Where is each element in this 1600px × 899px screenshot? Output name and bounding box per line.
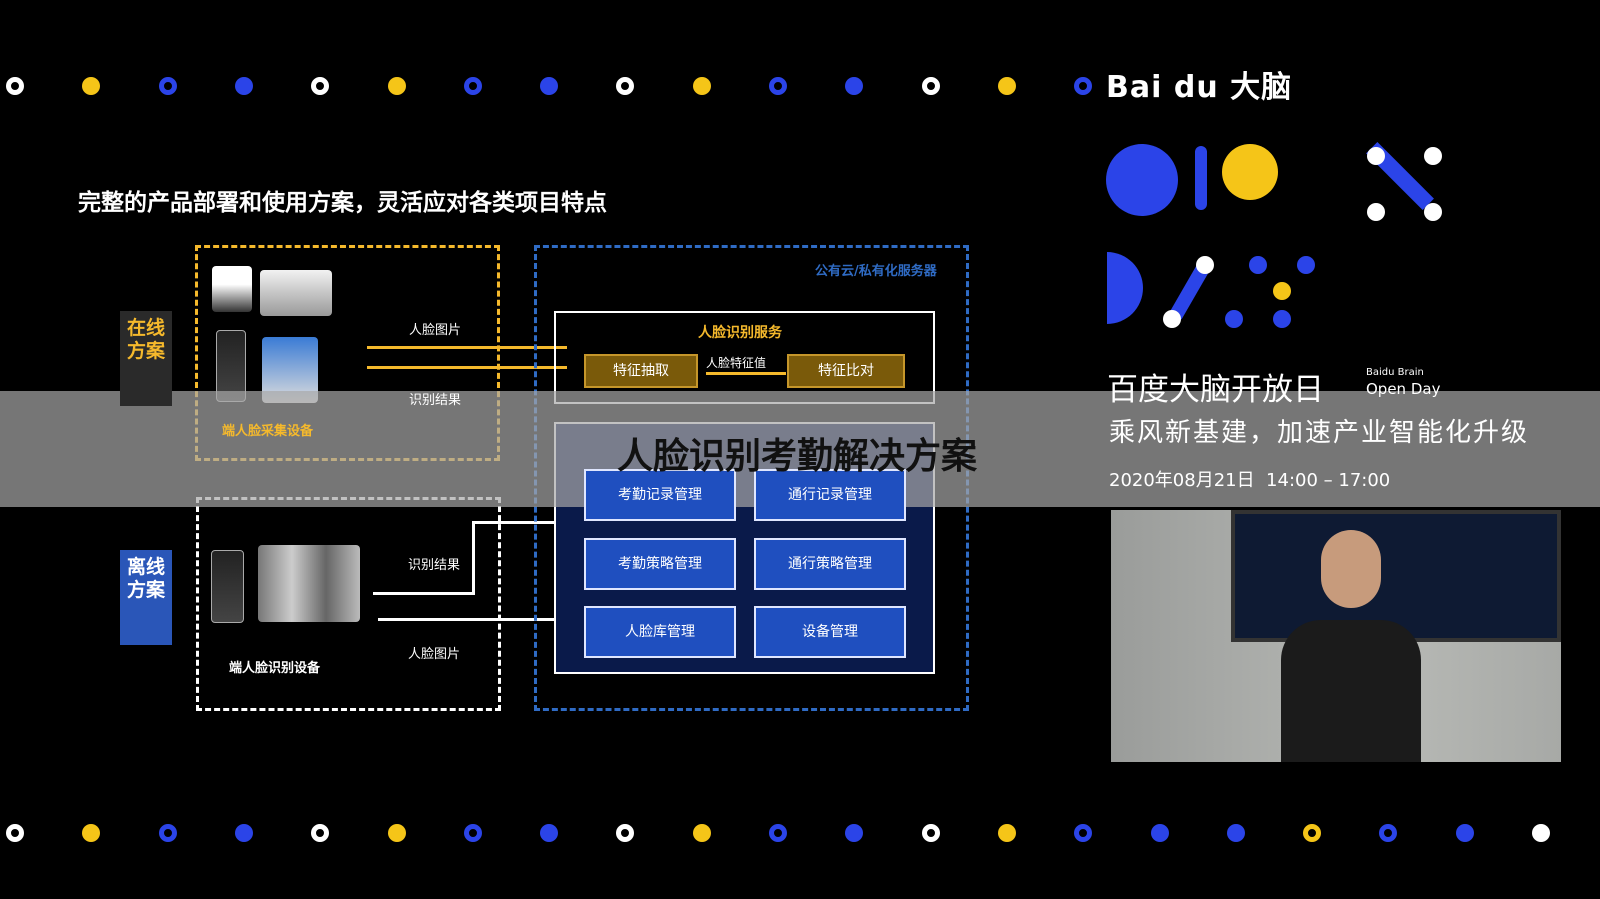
logo-text: Bai du 大脑 xyxy=(1106,70,1293,105)
arrow-feature-value xyxy=(706,372,786,375)
decorative-dot xyxy=(769,77,787,95)
bullet-camera-image xyxy=(260,270,332,316)
event-datetime: 2020年08月21日 14:00 – 17:00 xyxy=(1109,470,1391,491)
module-access-policy: 通行策略管理 xyxy=(754,538,906,590)
decorative-dot xyxy=(1455,824,1474,842)
decorative-dot xyxy=(1532,824,1550,842)
feature-compare-box: 特征比对 xyxy=(787,354,905,388)
overlay-title: 人脸识别考勤解决方案 xyxy=(617,436,978,477)
decorative-dot xyxy=(692,77,711,95)
decorative-dot xyxy=(158,77,177,95)
decorative-dot xyxy=(921,77,940,95)
speaker-video xyxy=(1111,510,1561,762)
service-title: 人脸识别服务 xyxy=(698,325,782,341)
face-terminal-image-offline xyxy=(211,550,244,623)
decorative-dot xyxy=(82,824,101,842)
decorative-dot xyxy=(540,824,559,842)
decorative-dot xyxy=(6,77,24,95)
decorative-dot xyxy=(6,824,24,842)
baidu-brain-logo: Bai du 大脑 xyxy=(1106,62,1292,106)
arrow-result-bottom-h2 xyxy=(472,521,574,524)
dome-camera-image xyxy=(212,266,252,312)
slide-heading: 完整的产品部署和使用方案，灵活应对各类项目特点 xyxy=(78,190,607,216)
event-title: 百度大脑开放日 xyxy=(1107,372,1324,408)
decorative-dot xyxy=(616,824,635,842)
module-device-management: 设备管理 xyxy=(754,606,906,658)
decorative-dot xyxy=(921,824,940,842)
decorative-dot xyxy=(311,77,330,95)
module-face-library: 人脸库管理 xyxy=(584,606,736,658)
speaker-figure xyxy=(1281,530,1421,762)
online-solution-label: 在线方案 xyxy=(120,311,172,406)
turnstile-gates-image xyxy=(258,545,360,622)
decorative-dot xyxy=(845,77,864,95)
decorative-dot xyxy=(387,77,406,95)
decorative-dot xyxy=(234,77,253,95)
online-devices-caption: 端人脸采集设备 xyxy=(222,424,314,439)
decorative-dot xyxy=(1074,824,1093,842)
label-result-top: 识别结果 xyxy=(409,393,462,408)
decorative-dot xyxy=(845,824,864,842)
event-subtitle: 乘风新基建，加速产业智能化升级 xyxy=(1109,418,1530,448)
module-attendance-policy: 考勤策略管理 xyxy=(584,538,736,590)
arrow-result-bottom-h1 xyxy=(373,592,475,595)
event-title-en-2: Open Day xyxy=(1366,380,1441,398)
decorative-dot xyxy=(1074,77,1093,95)
module-attendance-records: 考勤记录管理 xyxy=(584,469,736,521)
decorative-dot xyxy=(616,77,635,95)
label-result-bottom: 识别结果 xyxy=(408,558,461,573)
arrow-result-to-device xyxy=(367,366,567,369)
face-terminal-image xyxy=(216,330,246,402)
decorative-dot xyxy=(1379,824,1398,842)
decorative-dot xyxy=(692,824,711,842)
decorative-dot xyxy=(463,77,482,95)
decorative-dot xyxy=(311,824,330,842)
arrow-result-bottom-v xyxy=(472,521,475,595)
decorative-dot xyxy=(158,824,177,842)
arrow-face-image-to-server xyxy=(367,346,567,349)
decorative-dot xyxy=(540,77,559,95)
event-title-en-1: Baidu Brain xyxy=(1366,367,1424,378)
decorative-dot xyxy=(82,77,101,95)
label-face-image-bottom: 人脸图片 xyxy=(408,647,461,662)
decorative-dot xyxy=(1226,824,1245,842)
background-screen xyxy=(1231,510,1561,642)
decorative-dot xyxy=(997,77,1016,95)
feature-extract-box: 特征抽取 xyxy=(584,354,698,388)
decorative-dot xyxy=(387,824,406,842)
offline-solution-label: 离线方案 xyxy=(120,550,172,645)
module-access-records: 通行记录管理 xyxy=(754,469,906,521)
label-face-image-top: 人脸图片 xyxy=(409,323,462,338)
feature-value-label: 人脸特征值 xyxy=(706,356,767,370)
decorative-dot xyxy=(997,824,1016,842)
decorative-dot xyxy=(234,824,253,842)
decorative-dot xyxy=(463,824,482,842)
server-label: 公有云/私有化服务器 xyxy=(815,264,937,279)
decorative-dot xyxy=(1303,824,1322,842)
decorative-dot xyxy=(1150,824,1169,842)
arrow-face-image-bottom xyxy=(378,618,568,621)
offline-devices-caption: 端人脸识别设备 xyxy=(229,661,321,676)
decorative-dot xyxy=(769,824,787,842)
